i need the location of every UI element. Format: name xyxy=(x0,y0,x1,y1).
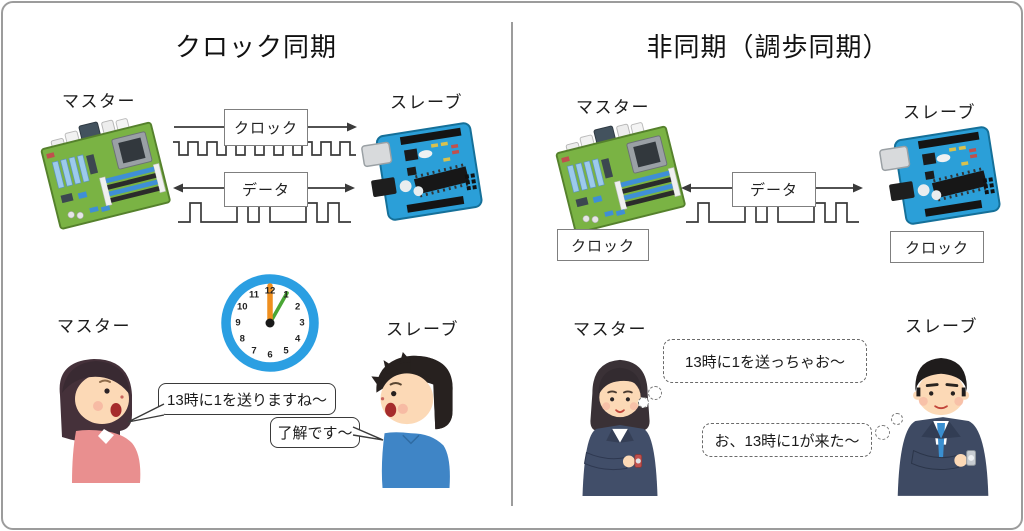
master-clock-box: クロック xyxy=(557,229,649,261)
clock-number: 11 xyxy=(248,289,260,301)
clock-number: 2 xyxy=(295,301,301,313)
slave-thought-bubble: お、13時に1が来た～ xyxy=(702,423,872,457)
businessman-illustration xyxy=(897,357,989,496)
master-thought-dot-small xyxy=(638,397,649,408)
left-panel-title: クロック同期 xyxy=(174,32,337,62)
slave-speech-bubble: 了解です～ xyxy=(270,417,360,448)
panel-divider xyxy=(511,22,513,506)
clock-signal-label-box: クロック xyxy=(224,109,308,146)
clock-number: 5 xyxy=(283,345,289,357)
left-top-slave-label: スレーブ xyxy=(390,93,463,112)
arduino-illustration xyxy=(361,122,483,221)
slave-clock-box: クロック xyxy=(890,231,984,263)
right-top-slave-label: スレーブ xyxy=(903,103,976,122)
right-bottom-master-label: マスター xyxy=(573,320,647,339)
clock-number: 12 xyxy=(264,285,276,297)
arduino-illustration xyxy=(879,126,1001,225)
clock-number: 9 xyxy=(235,317,241,329)
right-top-master-label: マスター xyxy=(576,98,650,117)
slave-speech-tail xyxy=(352,426,384,441)
master-speech-tail xyxy=(127,403,165,423)
businesswoman-illustration xyxy=(582,359,658,496)
slave-thought-dot-small xyxy=(891,413,903,425)
data-signal-label-box-right: データ xyxy=(732,172,816,207)
clock-minute-hand xyxy=(268,291,289,325)
clock-waveform xyxy=(173,141,356,156)
left-bottom-slave-label: スレーブ xyxy=(386,320,459,339)
clock-number: 6 xyxy=(267,349,273,361)
woman-illustration xyxy=(59,359,141,483)
motherboard-illustration xyxy=(555,122,686,234)
motherboard-illustration xyxy=(40,118,171,230)
right-bottom-slave-label: スレーブ xyxy=(905,317,978,336)
data-signal-label-box-left: データ xyxy=(224,172,308,207)
master-speech-bubble: 13時に1を送りますね～ xyxy=(158,383,336,415)
clock-number: 4 xyxy=(295,333,301,345)
master-thought-dot-large xyxy=(648,386,662,400)
master-thought-bubble: 13時に1を送っちゃお～ xyxy=(663,339,867,383)
left-bottom-master-label: マスター xyxy=(57,317,131,336)
left-top-master-label: マスター xyxy=(62,92,136,111)
man-illustration xyxy=(371,352,453,488)
clock-number: 3 xyxy=(299,317,305,329)
clock-face xyxy=(221,274,319,372)
slave-thought-dot-large xyxy=(875,425,890,440)
clock-number: 10 xyxy=(236,301,248,313)
clock-number: 8 xyxy=(239,333,245,345)
clock-number: 7 xyxy=(251,345,257,357)
right-panel-title: 非同期（調歩同期） xyxy=(646,32,890,62)
clock-number: 1 xyxy=(283,289,289,301)
